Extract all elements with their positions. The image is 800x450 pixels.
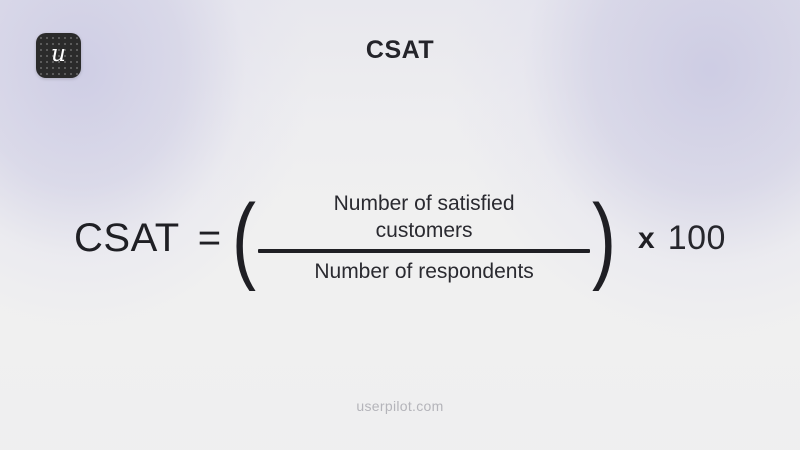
userpilot-logo: u — [36, 33, 81, 78]
formula-multiplier: 100 — [667, 219, 726, 257]
background-bottom-fade — [0, 300, 800, 450]
logo-dot-texture — [36, 33, 81, 78]
formula-numerator: Number of satisfied customers — [333, 191, 515, 242]
formula-fraction: Number of satisfied customers Number of … — [258, 191, 591, 287]
formula-fraction-bar — [258, 249, 591, 254]
source-attribution: userpilot.com — [356, 398, 444, 414]
logo-glyph: u — [51, 41, 66, 67]
formula-denominator: Number of respondents — [314, 260, 534, 284]
formula-multiply-sign: x — [638, 221, 655, 255]
page-title: CSAT — [365, 36, 435, 64]
csat-formula: CSAT = ( Number of satisfied customers N… — [74, 184, 726, 292]
formula-equals-sign: = — [197, 216, 222, 260]
formula-metric-label: CSAT — [74, 216, 180, 260]
